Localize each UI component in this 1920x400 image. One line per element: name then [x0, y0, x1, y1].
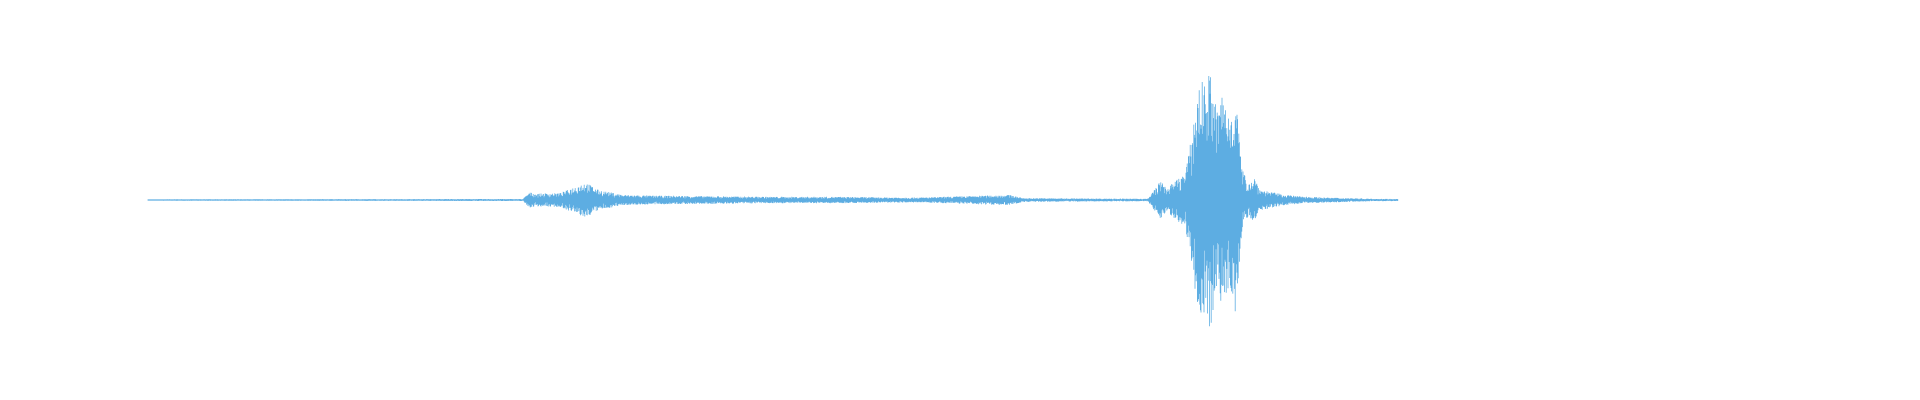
waveform-path — [147, 76, 1399, 327]
waveform-series — [147, 76, 1399, 327]
